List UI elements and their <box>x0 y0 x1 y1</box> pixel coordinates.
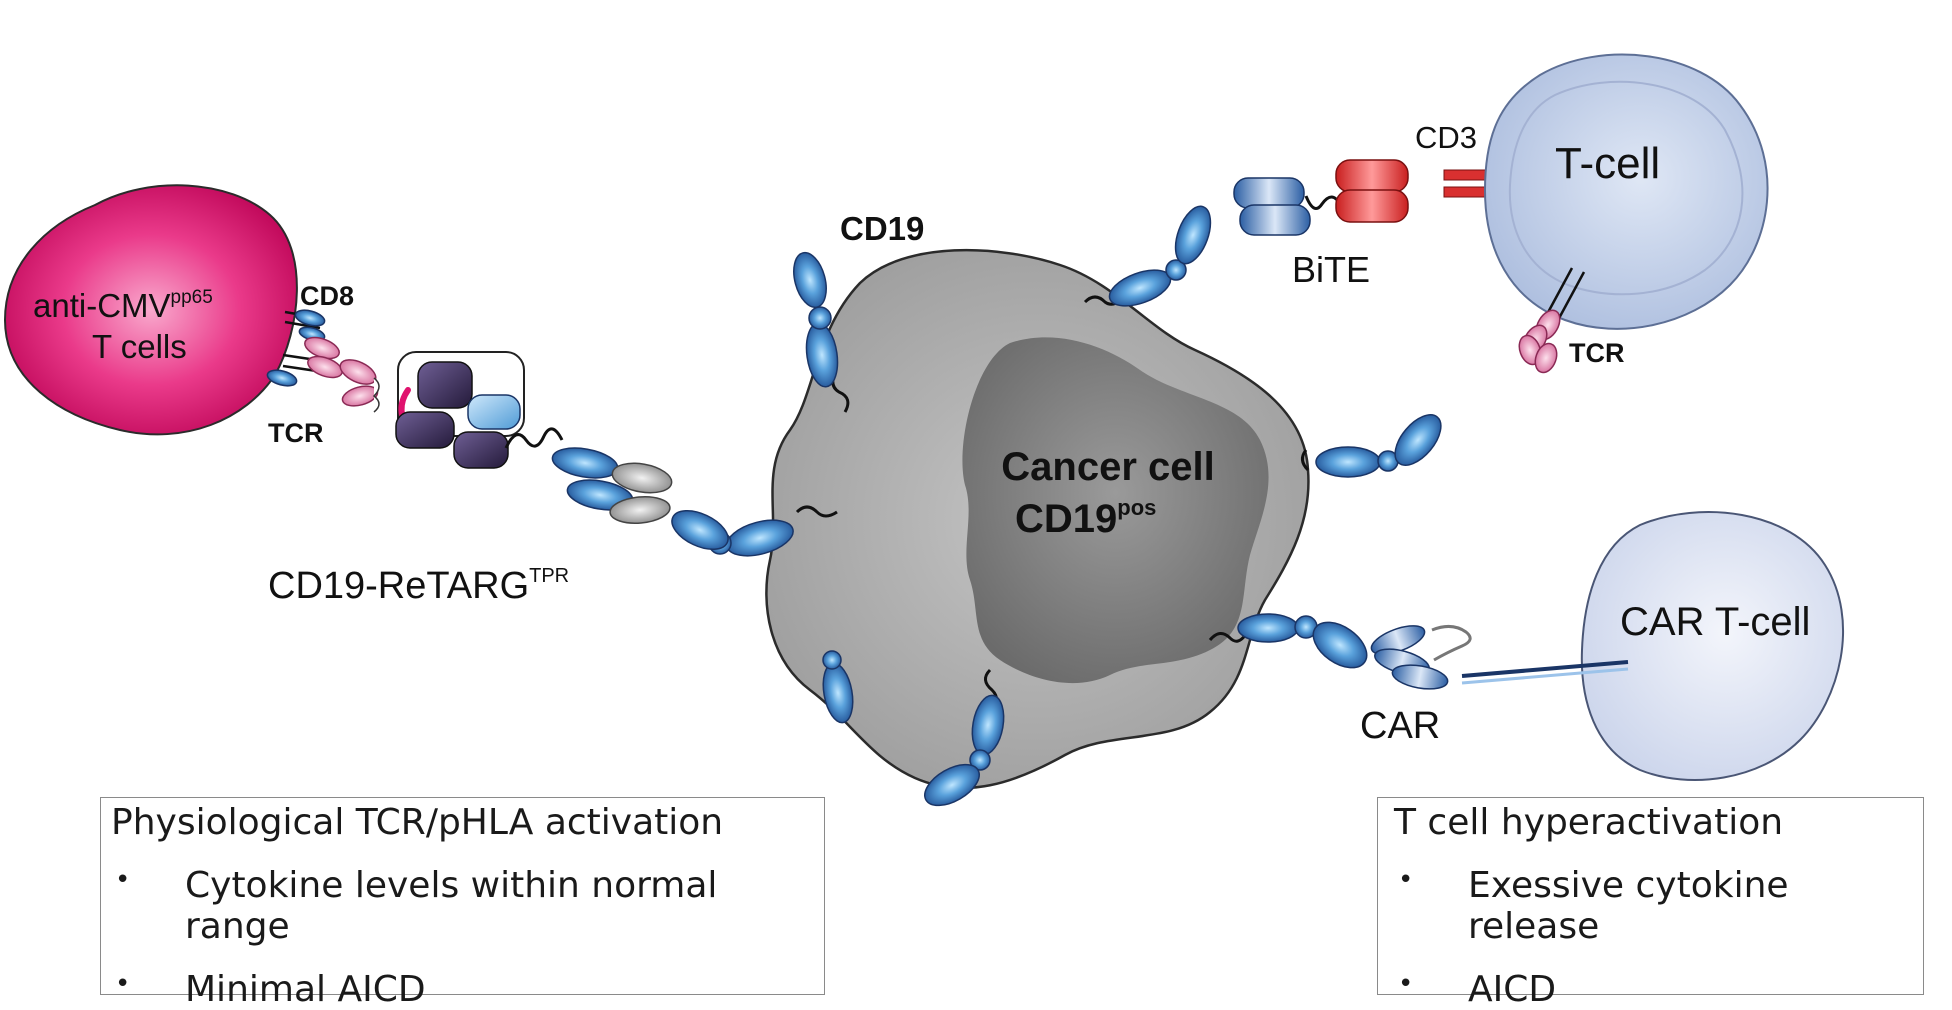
cd8-tcr-complex <box>266 309 380 413</box>
cancer-nucleus <box>962 337 1269 684</box>
cd19-retarg-construct <box>395 351 673 524</box>
physiological-activation-box: Physiological TCR/pHLA activation Cytoki… <box>100 797 825 1010</box>
cd8-domain <box>294 309 326 327</box>
anti-cmv-cell-label: anti-CMVpp65 <box>33 287 213 324</box>
hyperactivation-box: T cell hyperactivation Exessive cytokine… <box>1377 797 1924 1010</box>
cd19-marker-label: CD19 <box>840 210 924 247</box>
t-cell <box>1483 53 1769 330</box>
cd8-domain <box>266 369 298 387</box>
t-cell-inner <box>1508 80 1744 296</box>
retarg-dark-domain <box>395 411 455 449</box>
retarg-light-domain <box>467 394 521 430</box>
list-item: Exessive cytokine release <box>1394 865 1907 947</box>
bullet-list: Cytokine levels within normal range Mini… <box>111 865 814 1010</box>
car-t-cell-label: CAR T-cell <box>1620 600 1810 644</box>
scfv-domain <box>609 496 671 524</box>
cd19-molecule <box>671 505 838 557</box>
bite-label: BiTE <box>1292 249 1370 290</box>
cancer-cell <box>765 248 1310 790</box>
cd19-molecule <box>822 650 854 724</box>
cd8-label: CD8 <box>300 281 354 311</box>
t-cell-label: T-cell <box>1555 139 1660 188</box>
tcr-receptor <box>1518 267 1586 374</box>
cd19-molecule <box>793 251 850 413</box>
bite-linker <box>1304 195 1342 210</box>
cd19-molecule <box>1208 613 1368 669</box>
cd3-label: CD3 <box>1415 120 1477 155</box>
tcr-right-label: TCR <box>1569 338 1625 368</box>
bite-molecule <box>1233 159 1491 236</box>
anti-cmv-t-cell <box>3 184 298 436</box>
bite-cd3-arm <box>1335 189 1409 223</box>
cd19-retarg-label: CD19-ReTARGTPR <box>268 565 569 607</box>
tcr-domain <box>307 355 343 379</box>
bite-cd19-arm <box>1239 204 1311 236</box>
scfv-domain <box>551 447 619 479</box>
cd19-molecule <box>1083 205 1212 307</box>
retarg-dark-domain <box>417 361 473 409</box>
bite-cd19-arm <box>1233 177 1305 209</box>
tcr-binding-site <box>372 377 380 413</box>
bite-cd3-arm <box>1335 159 1409 193</box>
car-label: CAR <box>1360 705 1440 747</box>
cancer-cell-label: Cancer cell <box>1001 445 1214 489</box>
scfv-domain <box>611 462 673 494</box>
car-receptor <box>1370 625 1629 690</box>
retarg-linker <box>504 427 564 449</box>
cd3-receptor <box>1443 186 1491 198</box>
cd3-receptor <box>1443 169 1491 181</box>
list-item: Cytokine levels within normal range <box>111 865 814 947</box>
cancer-cell-label-2: CD19pos <box>1015 495 1156 541</box>
tcr-left-label: TCR <box>268 418 324 448</box>
box-title: Physiological TCR/pHLA activation <box>111 802 724 843</box>
list-item: AICD <box>1394 969 1907 1010</box>
bullet-list: Exessive cytokine release AICD <box>1394 865 1907 1010</box>
box-title: T cell hyperactivation <box>1394 802 1784 843</box>
anti-cmv-cell-label-2: T cells <box>92 328 187 365</box>
list-item: Minimal AICD <box>111 969 814 1010</box>
tcr-domain <box>339 359 377 385</box>
retarg-dark-domain <box>453 431 509 469</box>
cd19-molecule <box>1301 414 1442 478</box>
cd19-molecule <box>924 668 1005 807</box>
car-t-cell <box>1580 511 1844 781</box>
